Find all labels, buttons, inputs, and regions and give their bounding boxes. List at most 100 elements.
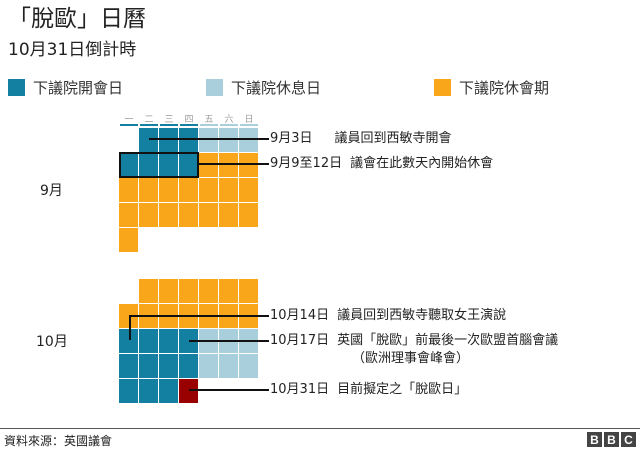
september-day-cell bbox=[119, 203, 138, 227]
legend-label: 下議院開會日 bbox=[33, 79, 124, 97]
september-day-cell bbox=[239, 178, 258, 202]
september-day-cell bbox=[139, 203, 158, 227]
annotation-date: 9月3日 bbox=[270, 131, 313, 146]
september-day-cell bbox=[219, 128, 238, 152]
september-day-cell bbox=[159, 178, 178, 202]
october-day-cell bbox=[119, 379, 138, 403]
annotation-date: 10月17日 bbox=[270, 333, 330, 348]
weekday-label: 一 bbox=[124, 115, 134, 125]
october-day-cell bbox=[119, 329, 138, 353]
september-day-cell bbox=[219, 178, 238, 202]
october-day-cell bbox=[159, 379, 178, 403]
leader-line bbox=[149, 138, 269, 140]
source-note: 資料來源：英國議會 bbox=[4, 434, 113, 448]
leader-line bbox=[129, 315, 131, 340]
leader-line bbox=[199, 163, 269, 165]
logo-letter: B bbox=[604, 432, 619, 447]
leader-line bbox=[189, 340, 269, 342]
september-day-cell bbox=[219, 203, 238, 227]
weekday-label: 六 bbox=[224, 115, 234, 125]
september-day-cell bbox=[199, 128, 218, 152]
september-day-cell bbox=[159, 203, 178, 227]
weekday-underline bbox=[140, 124, 158, 126]
annotation-sep3: 9月3日 議員回到西敏寺開會 bbox=[270, 131, 452, 147]
page-subtitle: 10月31日倒計時 bbox=[8, 40, 137, 60]
annotation-date: 10月31日 bbox=[270, 382, 330, 397]
october-day-cell bbox=[239, 279, 258, 303]
weekday-underline bbox=[180, 124, 198, 126]
annotation-oct31: 10月31日目前擬定之「脫歐日」 bbox=[270, 382, 467, 398]
leader-line bbox=[189, 389, 269, 391]
annotation-text: 議員回到西敏寺聽取女王演說 bbox=[337, 308, 507, 323]
october-day-cell bbox=[159, 279, 178, 303]
october-day-cell bbox=[239, 354, 258, 378]
month-label-october: 10月 bbox=[36, 334, 68, 350]
annotation-text: 議員回到西敏寺開會 bbox=[334, 131, 452, 146]
annotation-date: 10月14日 bbox=[270, 308, 330, 323]
annotation-sep9-12: 9月9至12日議會在此數天內開始休會 bbox=[270, 156, 493, 172]
october-day-cell bbox=[179, 279, 198, 303]
footer-divider bbox=[0, 428, 640, 429]
october-day-cell bbox=[139, 279, 158, 303]
october-day-cell bbox=[199, 354, 218, 378]
weekday-label: 五 bbox=[204, 115, 214, 125]
october-day-cell bbox=[119, 354, 138, 378]
september-day-cell bbox=[239, 203, 258, 227]
weekday-underline bbox=[220, 124, 238, 126]
september-day-cell bbox=[179, 178, 198, 202]
weekday-label: 二 bbox=[144, 115, 154, 125]
legend-swatch-sitting bbox=[8, 79, 25, 96]
october-day-cell bbox=[159, 329, 178, 353]
annotation-oct17: 10月17日英國「脫歐」前最後一次歐盟首腦會議 bbox=[270, 333, 558, 349]
annotation-oct17-note: （歐洲理事會峰會） bbox=[352, 351, 470, 366]
september-day-cell bbox=[239, 153, 258, 177]
weekday-underline bbox=[240, 124, 258, 126]
annotation-text: 英國「脫歐」前最後一次歐盟首腦會議 bbox=[337, 333, 559, 348]
legend-recess: 下議院休會期 bbox=[434, 77, 549, 98]
september-day-cell bbox=[139, 128, 158, 152]
annotation-text: 議會在此數天內開始休會 bbox=[350, 156, 494, 171]
logo-letter: C bbox=[621, 432, 636, 447]
october-day-cell bbox=[199, 279, 218, 303]
september-day-cell bbox=[179, 128, 198, 152]
weekday-underline bbox=[160, 124, 178, 126]
legend-swatch-recess bbox=[434, 79, 451, 96]
september-day-cell bbox=[119, 228, 138, 252]
bbc-logo: B B C bbox=[587, 432, 636, 447]
legend-non-sitting: 下議院休息日 bbox=[206, 77, 321, 98]
legend-swatch-non-sitting bbox=[206, 79, 223, 96]
september-day-cell bbox=[139, 153, 158, 177]
october-day-cell bbox=[219, 279, 238, 303]
october-day-cell bbox=[139, 379, 158, 403]
month-label-september: 9月 bbox=[40, 183, 63, 199]
october-day-cell bbox=[139, 354, 158, 378]
leader-line bbox=[129, 315, 269, 317]
october-day-cell bbox=[139, 329, 158, 353]
september-day-cell bbox=[139, 178, 158, 202]
annotation-date: 9月9至12日 bbox=[270, 156, 343, 171]
legend-sitting: 下議院開會日 bbox=[8, 77, 123, 98]
weekday-label: 三 bbox=[164, 115, 174, 125]
october-day-cell bbox=[179, 329, 198, 353]
weekday-label: 日 bbox=[244, 115, 254, 125]
september-day-cell bbox=[179, 153, 198, 177]
september-day-cell bbox=[119, 153, 138, 177]
logo-letter: B bbox=[587, 432, 602, 447]
weekday-underline bbox=[200, 124, 218, 126]
september-day-cell bbox=[219, 153, 238, 177]
october-day-cell bbox=[159, 354, 178, 378]
annotation-oct14: 10月14日議員回到西敏寺聽取女王演說 bbox=[270, 308, 506, 324]
september-day-cell bbox=[199, 153, 218, 177]
october-day-cell bbox=[179, 354, 198, 378]
september-day-cell bbox=[159, 153, 178, 177]
page-title: 「脫歐」日曆 bbox=[8, 6, 146, 32]
october-day-cell bbox=[119, 304, 138, 328]
october-day-cell bbox=[219, 354, 238, 378]
october-day-cell bbox=[179, 379, 198, 403]
annotation-text: 目前擬定之「脫歐日」 bbox=[337, 382, 468, 397]
legend-label: 下議院休息日 bbox=[231, 79, 322, 97]
weekday-label: 四 bbox=[184, 115, 194, 125]
september-day-cell bbox=[179, 203, 198, 227]
september-day-cell bbox=[239, 128, 258, 152]
september-day-cell bbox=[119, 178, 138, 202]
